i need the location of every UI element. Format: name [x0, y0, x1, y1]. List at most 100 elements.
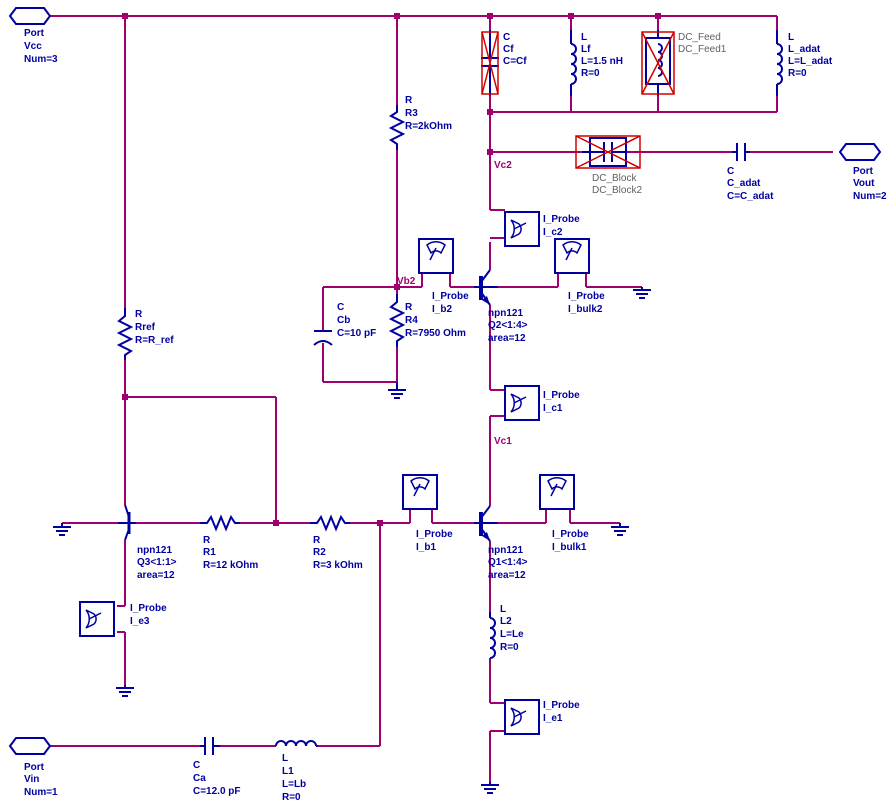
dc-feed-1[interactable]: DC_Feed DC_Feed1 — [641, 30, 727, 96]
probe-i-e1[interactable]: I_Probe I_e1 — [504, 699, 580, 735]
l1-name: L1 — [282, 766, 294, 777]
cb-value: C=10 pF — [337, 328, 376, 339]
port-vout[interactable]: Port Vout Num=2 — [839, 143, 887, 202]
resistor-r1[interactable]: R R1 R=12 kOhm — [200, 514, 258, 571]
ammeter-icon — [418, 238, 454, 274]
inductor-lf[interactable]: L Lf L=1.5 nH R=0 — [570, 30, 623, 96]
ca-value: C=12.0 pF — [193, 786, 241, 797]
capacitor-cf[interactable]: C Cf C=Cf — [481, 30, 527, 96]
port-vcc[interactable]: Port Vcc Num=3 — [9, 7, 58, 65]
probe-i-b1[interactable]: I_Probe I_b1 — [402, 474, 453, 553]
l-adat-name: L_adat — [788, 44, 821, 55]
probe-e1-name: I_e1 — [543, 713, 563, 724]
ground-icon — [632, 289, 652, 299]
rref-kind: R — [135, 309, 143, 320]
q2-area: area=12 — [488, 333, 526, 344]
resistor-r4[interactable]: R R4 R=7950 Ohm — [388, 294, 466, 347]
probe-bulk2-kind: I_Probe — [568, 291, 605, 302]
transistor-q3[interactable]: npn121 Q3<1:1> area=12 — [118, 504, 177, 581]
l2-name: L2 — [500, 616, 512, 627]
probe-i-bulk1[interactable]: I_Probe I_bulk1 — [539, 474, 589, 553]
resistor-rref[interactable]: R Rref R=R_ref — [116, 308, 174, 360]
r1-kind: R — [203, 535, 211, 546]
lf-r: R=0 — [581, 68, 600, 79]
ammeter-icon — [402, 474, 438, 510]
resistor-r3[interactable]: R R3 R=2kOhm — [388, 95, 452, 150]
ca-name: Ca — [193, 773, 206, 784]
capacitor-c-adat[interactable]: C C_adat C=C_adat — [727, 143, 774, 202]
q2-model: npn121 — [488, 308, 523, 319]
port-vout-kind: Port — [853, 166, 874, 177]
port-vin-kind: Port — [24, 762, 45, 773]
transistor-q2[interactable]: npn121 Q2<1:4> area=12 — [474, 269, 528, 344]
rref-value: R=R_ref — [135, 335, 174, 346]
l1-value: L=Lb — [282, 779, 306, 790]
lf-name: Lf — [581, 44, 591, 55]
q1-area: area=12 — [488, 570, 526, 581]
probe-i-e3[interactable]: I_Probe I_e3 — [79, 601, 167, 637]
probe-c1-name: I_c1 — [543, 403, 563, 414]
r1-value: R=12 kOhm — [203, 560, 258, 571]
probe-e3-kind: I_Probe — [130, 603, 167, 614]
capacitor-cb[interactable]: C Cb C=10 pF — [313, 302, 376, 346]
probe-i-bulk2[interactable]: I_Probe I_bulk2 — [554, 238, 605, 315]
c-adat-name: C_adat — [727, 178, 761, 189]
q1-name: Q1<1:4> — [488, 557, 528, 568]
probe-e3-name: I_e3 — [130, 616, 150, 627]
ammeter-icon — [504, 699, 540, 735]
transistor-q1[interactable]: npn121 Q1<1:4> area=12 — [474, 505, 528, 581]
inductor-l2[interactable]: L L2 L=Le R=0 — [489, 604, 524, 659]
r3-kind: R — [405, 95, 413, 106]
probe-b2-kind: I_Probe — [432, 291, 469, 302]
resistor-r2[interactable]: R R2 R=3 kOhm — [310, 514, 363, 571]
l-adat-value: L=L_adat — [788, 56, 833, 67]
cb-name: Cb — [337, 315, 350, 326]
q3-name: Q3<1:1> — [137, 557, 177, 568]
cf-kind: C — [503, 32, 510, 43]
port-vout-name: Vout — [853, 178, 875, 189]
probe-i-c2[interactable]: I_Probe I_c2 — [504, 211, 580, 247]
r2-value: R=3 kOhm — [313, 560, 363, 571]
l2-value: L=Le — [500, 629, 524, 640]
r3-value: R=2kOhm — [405, 121, 452, 132]
probe-b1-kind: I_Probe — [416, 529, 453, 540]
junctions — [122, 13, 661, 526]
probe-b1-name: I_b1 — [416, 542, 436, 553]
port-vout-num: Num=2 — [853, 191, 887, 202]
capacitor-ca[interactable]: C Ca C=12.0 pF — [193, 737, 241, 797]
l2-r: R=0 — [500, 642, 519, 653]
dc-block-2[interactable]: DC_Block DC_Block2 — [575, 135, 642, 196]
port-vcc-name: Vcc — [24, 41, 42, 52]
probe-bulk1-name: I_bulk1 — [552, 542, 587, 553]
wires — [50, 15, 833, 782]
probe-c1-kind: I_Probe — [543, 390, 580, 401]
r2-name: R2 — [313, 547, 326, 558]
ground-icon — [610, 526, 630, 536]
c-adat-kind: C — [727, 166, 734, 177]
r4-kind: R — [405, 302, 413, 313]
ground-icon — [387, 389, 407, 399]
inductor-l-adat[interactable]: L L_adat L=L_adat R=0 — [776, 30, 833, 96]
ground-icon — [115, 687, 135, 697]
net-label-vc2: Vc2 — [494, 160, 512, 171]
net-label-vc1: Vc1 — [494, 436, 512, 447]
probe-i-b2[interactable]: I_Probe I_b2 — [418, 238, 469, 315]
l2-kind: L — [500, 604, 506, 615]
probe-e1-kind: I_Probe — [543, 700, 580, 711]
l1-r: R=0 — [282, 792, 301, 803]
ammeter-icon — [504, 385, 540, 421]
l-adat-r: R=0 — [788, 68, 807, 79]
q2-name: Q2<1:4> — [488, 320, 528, 331]
cf-value: C=Cf — [503, 56, 527, 67]
port-vcc-kind: Port — [24, 28, 45, 39]
lf-kind: L — [581, 32, 587, 43]
r1-name: R1 — [203, 547, 216, 558]
port-vin[interactable]: Port Vin Num=1 — [9, 737, 58, 798]
inductor-l1[interactable]: L L1 L=Lb R=0 — [275, 740, 318, 803]
probe-i-c1[interactable]: I_Probe I_c1 — [504, 385, 580, 421]
dc-feed-kind: DC_Feed — [678, 32, 721, 43]
rref-name: Rref — [135, 322, 156, 333]
c-adat-value: C=C_adat — [727, 191, 774, 202]
ammeter-icon — [504, 211, 540, 247]
